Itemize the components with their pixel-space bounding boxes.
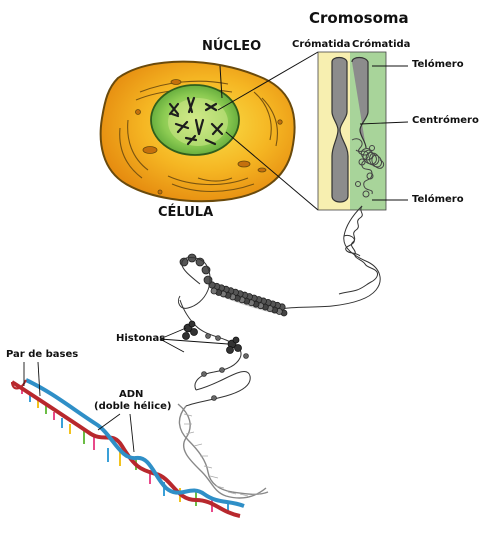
base-pairs-label: Par de bases [6,349,79,360]
centromere-label: Centrómero [412,115,479,126]
chromatid-right-label: Crómatida [352,39,411,50]
histonas-leader-lines [159,327,229,353]
diagram-title: Cromosoma [309,9,409,27]
dna-helix-grey [177,403,269,499]
telomere-top-label: Telómero [412,59,464,70]
dna-label: ADN [119,389,144,400]
organelles [135,79,283,195]
nucleus [150,84,240,156]
chromatin-fiber [275,205,381,311]
cell [99,60,296,203]
chromatin-coil [351,138,385,198]
dna-strand-red [10,380,241,518]
histone-beads-small [201,333,249,401]
chromosome-leader-lines [359,65,409,201]
nucleus-chromosomes [168,96,224,146]
chromatid-left-label: Crómatida [292,39,351,50]
solenoid-bead [210,287,218,295]
histones-label: Histonas [116,333,166,344]
solenoid-fiber [179,253,288,317]
dna-leader-lines [23,361,135,453]
nucleosome-string [179,299,251,407]
solenoid-bead [203,275,213,285]
chromosome [331,56,369,203]
nucleus-label: NÚCLEO [202,39,262,54]
dna-strand-blue [25,378,245,508]
fiber-loop [177,257,211,309]
zoom-lines [217,51,319,211]
histone-cluster-a [182,320,198,340]
dna-double-helix-label: (doble hélice) [94,401,172,412]
dna-double-helix [10,378,245,518]
telomere-bottom-label: Telómero [412,194,464,205]
histone-cluster-b [226,336,242,354]
chromosome-panel [317,51,387,211]
cell-label: CÉLULA [158,205,214,220]
